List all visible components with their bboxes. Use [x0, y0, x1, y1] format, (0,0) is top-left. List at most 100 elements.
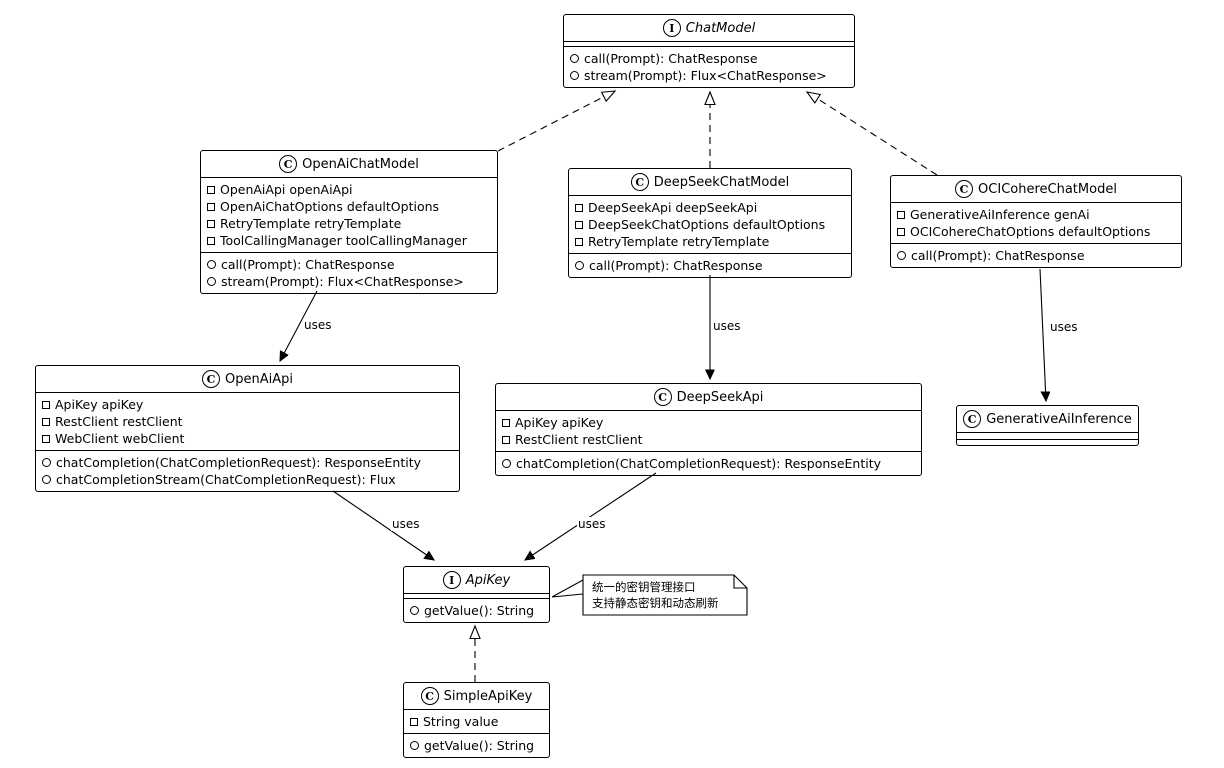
private-field-icon — [207, 236, 215, 245]
class-name: OCICohereChatModel — [978, 181, 1117, 197]
method-text: stream(Prompt): Flux<ChatResponse> — [584, 68, 827, 83]
field-text: RetryTemplate retryTemplate — [588, 234, 770, 249]
field-text: String value — [423, 714, 499, 729]
private-field-icon — [207, 219, 215, 228]
class-title-openaichatmodel: C OpenAiChatModel — [201, 151, 497, 177]
private-field-icon — [207, 185, 215, 194]
method-text: getValue(): String — [424, 738, 535, 753]
public-method-icon — [410, 741, 419, 750]
field-row: DeepSeekApi deepSeekApi — [575, 199, 845, 216]
class-box-deepseekchatmodel[interactable]: C DeepSeekChatModel DeepSeekApi deepSeek… — [568, 168, 852, 278]
fields-compartment: ApiKey apiKey RestClient restClient — [496, 410, 921, 451]
fields-compartment: DeepSeekApi deepSeekApi DeepSeekChatOpti… — [569, 195, 851, 253]
public-method-icon — [42, 458, 51, 467]
class-box-openaiapi[interactable]: C OpenAiApi ApiKey apiKey RestClient res… — [35, 365, 460, 492]
note-line: 统一的密钥管理接口 — [592, 580, 696, 594]
class-box-chatmodel[interactable]: I ChatModel call(Prompt): ChatResponse s… — [563, 14, 855, 88]
interface-badge-icon: I — [662, 19, 681, 37]
class-title-generativeaiinference: C GenerativeAiInference — [957, 406, 1138, 432]
edge-label-uses: uses — [577, 517, 607, 531]
methods-compartment: call(Prompt): ChatResponse — [569, 253, 851, 277]
method-text: call(Prompt): ChatResponse — [911, 248, 1085, 263]
methods-compartment: getValue(): String — [404, 733, 549, 757]
field-text: WebClient webClient — [55, 431, 185, 446]
method-row: chatCompletionStream(ChatCompletionReque… — [42, 471, 453, 488]
method-row: chatCompletion(ChatCompletionRequest): R… — [42, 454, 453, 471]
method-text: getValue(): String — [424, 603, 535, 618]
private-field-icon — [207, 202, 215, 211]
field-text: OpenAiChatOptions defaultOptions — [220, 199, 440, 214]
class-title-chatmodel: I ChatModel — [564, 15, 854, 41]
field-row: ApiKey apiKey — [502, 414, 915, 431]
fields-compartment: String value — [404, 709, 549, 733]
class-badge-icon: C — [653, 388, 672, 406]
private-field-icon — [575, 203, 583, 212]
public-method-icon — [410, 606, 419, 615]
class-box-openaichatmodel[interactable]: C OpenAiChatModel OpenAiApi openAiApi Op… — [200, 150, 498, 294]
public-method-icon — [897, 251, 906, 260]
class-badge-icon: C — [420, 687, 439, 705]
field-text: RestClient restClient — [55, 414, 183, 429]
edge-realization-ocicoherechatmodel-chatmodel — [805, 91, 938, 176]
method-text: chatCompletion(ChatCompletionRequest): R… — [516, 456, 881, 471]
public-method-icon — [207, 260, 216, 269]
private-field-icon — [410, 717, 418, 726]
note-fold-icon — [733, 575, 747, 589]
field-text: DeepSeekChatOptions defaultOptions — [588, 217, 826, 232]
method-row: getValue(): String — [410, 737, 543, 754]
class-badge-icon: C — [279, 155, 298, 173]
class-box-deepseekapi[interactable]: C DeepSeekApi ApiKey apiKey RestClient r… — [495, 383, 922, 476]
field-text: DeepSeekApi deepSeekApi — [588, 200, 758, 215]
field-text: OCICohereChatOptions defaultOptions — [910, 224, 1151, 239]
field-row: GenerativeAiInference genAi — [897, 206, 1175, 223]
class-box-apikey[interactable]: I ApiKey getValue(): String — [403, 566, 550, 623]
method-text: call(Prompt): ChatResponse — [584, 51, 758, 66]
class-box-ocicoherechatmodel[interactable]: C OCICohereChatModel GenerativeAiInferen… — [890, 175, 1182, 268]
class-title-apikey: I ApiKey — [404, 567, 549, 593]
public-method-icon — [42, 475, 51, 484]
private-field-icon — [575, 237, 583, 246]
public-method-icon — [570, 71, 579, 80]
field-text: OpenAiApi openAiApi — [220, 182, 353, 197]
edge-label-uses: uses — [1049, 320, 1079, 334]
field-text: RestClient restClient — [515, 432, 643, 447]
method-row: stream(Prompt): Flux<ChatResponse> — [570, 67, 848, 84]
field-row: RetryTemplate retryTemplate — [207, 215, 491, 232]
field-text: ApiKey apiKey — [515, 415, 604, 430]
methods-compartment: call(Prompt): ChatResponse stream(Prompt… — [564, 46, 854, 87]
empty-fields-compartment — [404, 593, 549, 598]
public-method-icon — [207, 277, 216, 286]
private-field-icon — [502, 418, 510, 427]
field-row: RestClient restClient — [42, 413, 453, 430]
private-field-icon — [502, 435, 510, 444]
method-row: stream(Prompt): Flux<ChatResponse> — [207, 273, 491, 290]
field-row: DeepSeekChatOptions defaultOptions — [575, 216, 845, 233]
class-badge-icon: C — [963, 410, 982, 428]
method-text: chatCompletion(ChatCompletionRequest): R… — [56, 455, 421, 470]
class-title-openaiapi: C OpenAiApi — [36, 366, 459, 392]
methods-compartment: call(Prompt): ChatResponse — [891, 243, 1181, 267]
class-box-generativeaiinference[interactable]: C GenerativeAiInference — [956, 405, 1139, 446]
methods-compartment: call(Prompt): ChatResponse stream(Prompt… — [201, 252, 497, 293]
class-box-simpleapikey[interactable]: C SimpleApiKey String value getValue(): … — [403, 682, 550, 758]
field-row: String value — [410, 713, 543, 730]
method-row: call(Prompt): ChatResponse — [207, 256, 491, 273]
private-field-icon — [42, 417, 50, 426]
class-name: DeepSeekChatModel — [653, 174, 790, 190]
field-row: WebClient webClient — [42, 430, 453, 447]
edge-realization-openaichatmodel-chatmodel — [497, 90, 617, 152]
public-method-icon — [502, 459, 511, 468]
field-row: ToolCallingManager toolCallingManager — [207, 232, 491, 249]
class-title-deepseekapi: C DeepSeekApi — [496, 384, 921, 410]
method-text: chatCompletionStream(ChatCompletionReque… — [56, 472, 396, 487]
edge-label-uses: uses — [712, 319, 742, 333]
method-row: getValue(): String — [410, 602, 543, 619]
class-title-simpleapikey: C SimpleApiKey — [404, 683, 549, 709]
method-row: call(Prompt): ChatResponse — [897, 247, 1175, 264]
methods-compartment: chatCompletion(ChatCompletionRequest): R… — [496, 451, 921, 475]
empty-fields-compartment — [957, 432, 1138, 439]
field-row: OCICohereChatOptions defaultOptions — [897, 223, 1175, 240]
class-name: OpenAiApi — [225, 371, 293, 387]
edge-uses-ocicoherechatmodel-generativeaiinference — [1039, 268, 1046, 401]
public-method-icon — [575, 261, 584, 270]
